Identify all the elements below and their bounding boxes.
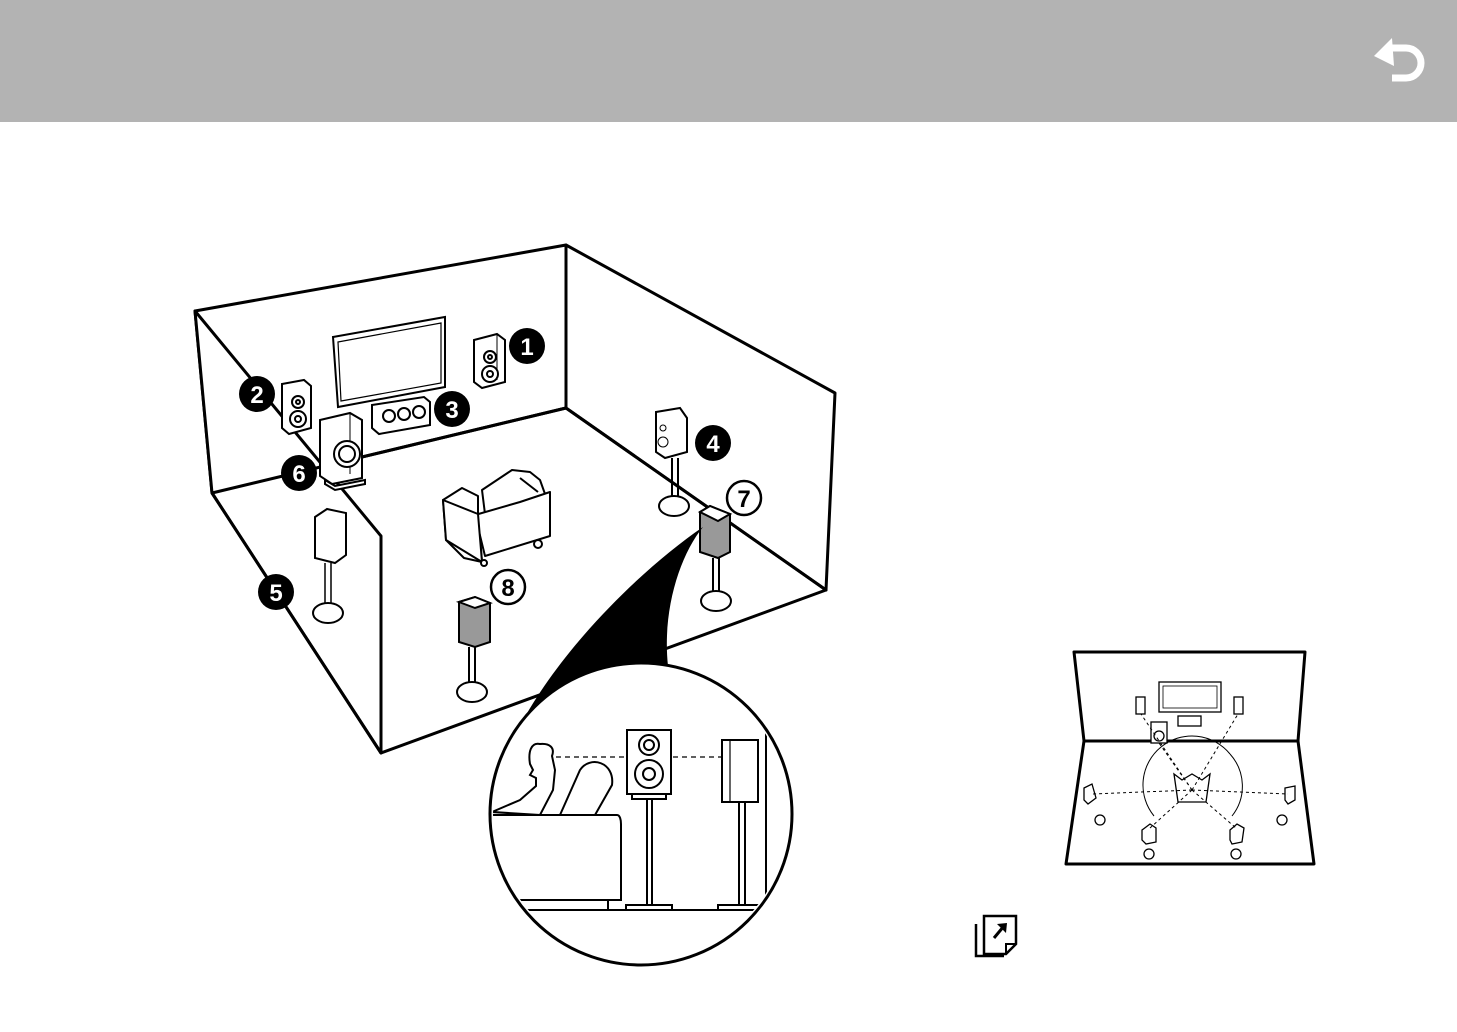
surround-speaker-icon — [1285, 786, 1295, 804]
speaker-number-1: 1 — [520, 334, 533, 361]
speaker-number-1-badge: 1 — [509, 328, 545, 364]
speaker-number-8: 8 — [501, 575, 514, 602]
zoom-detail-circle — [470, 663, 800, 965]
speaker-number-4: 4 — [706, 431, 720, 458]
speaker-number-7-badge: 7 — [727, 481, 761, 515]
speaker-number-6-badge: 6 — [281, 455, 317, 491]
front-speaker-icon — [282, 380, 311, 434]
speaker-number-3: 3 — [445, 397, 458, 424]
front-speaker-icon — [1234, 697, 1243, 714]
layout-thumbnail — [1062, 648, 1318, 870]
speaker-number-7: 7 — [737, 486, 750, 513]
surround-back-speaker-icon — [457, 597, 490, 702]
page-link-icon[interactable] — [972, 912, 1022, 960]
speaker-number-3-badge: 3 — [434, 391, 470, 427]
center-speaker-icon — [1178, 716, 1201, 726]
speaker-number-2: 2 — [250, 382, 263, 409]
speaker-number-8-badge: 8 — [491, 570, 525, 604]
speaker-number-5: 5 — [269, 580, 282, 607]
speaker-number-6: 6 — [292, 461, 305, 488]
speaker-number-4-badge: 4 — [695, 425, 731, 461]
subwoofer-icon — [320, 413, 365, 490]
sofa-icon — [443, 470, 550, 566]
surround-back-speaker-icon — [700, 506, 731, 611]
tv-icon — [1159, 682, 1221, 712]
speaker-number-5-badge: 5 — [258, 574, 294, 610]
front-speaker-icon — [1136, 697, 1145, 714]
front-speaker-icon — [474, 334, 505, 388]
speaker-number-2-badge: 2 — [239, 376, 275, 412]
sofa-icon — [1174, 774, 1210, 802]
